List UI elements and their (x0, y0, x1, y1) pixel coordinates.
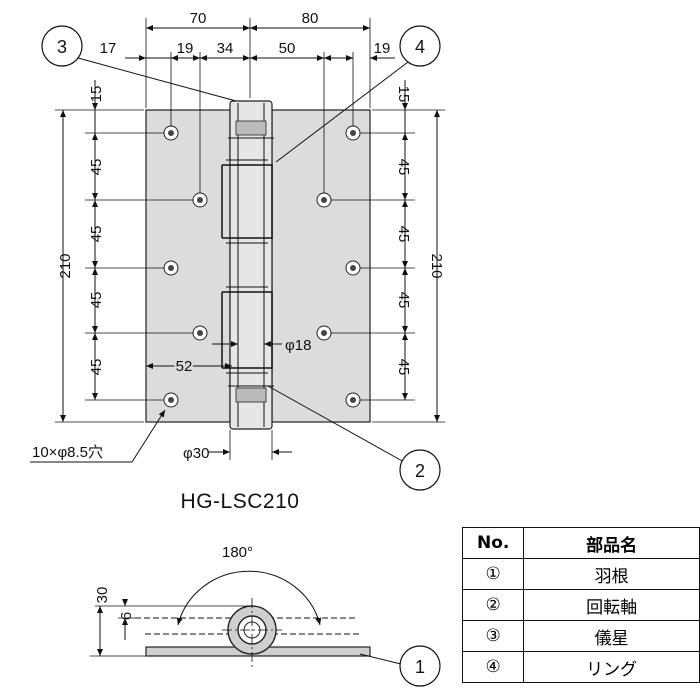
dim-210-right: 210 (428, 253, 445, 278)
dim-45-left-1: 45 (88, 159, 105, 176)
dim-15-right: 15 (395, 86, 412, 103)
part-no: ② (461, 589, 525, 621)
dim-180-deg: 180° (222, 544, 253, 561)
parts-table-header: No. 部品名 (461, 527, 700, 559)
dim-45-right-2: 45 (395, 226, 412, 243)
part-no: ④ (461, 651, 525, 683)
dim-side-6: 6 (118, 612, 135, 620)
dim-34: 34 (217, 40, 234, 57)
part-name: リング (523, 651, 700, 683)
parts-table: No. 部品名 ① 羽根 ② 回転軸 ③ 儀星 ④ リング (461, 527, 700, 683)
dim-210-left: 210 (57, 253, 74, 278)
dim-19-left: 19 (177, 40, 194, 57)
right-dimensions (331, 80, 445, 423)
table-row: ③ 儀星 (461, 620, 700, 652)
dim-17: 17 (100, 40, 117, 57)
hinge-side-view: 180° (90, 544, 371, 668)
table-row: ① 羽根 (461, 558, 700, 590)
part-no: ① (461, 558, 525, 590)
dim-phi18: φ18 (285, 337, 311, 354)
part-no: ③ (461, 620, 525, 652)
left-leaf (145, 109, 231, 423)
model-name: HG-LSC210 (181, 490, 300, 513)
svg-text:2: 2 (415, 461, 425, 481)
left-dimensions (55, 80, 193, 423)
dim-top-80: 80 (302, 10, 319, 27)
dim-45-right-1: 45 (395, 159, 412, 176)
part-name: 儀星 (523, 620, 700, 652)
dim-15-left: 15 (88, 86, 105, 103)
svg-text:4: 4 (415, 37, 425, 57)
dim-19-right: 19 (374, 40, 391, 57)
dim-side-30: 30 (94, 587, 111, 604)
dim-45-left-3: 45 (88, 292, 105, 309)
dim-45-left-2: 45 (88, 226, 105, 243)
barrel (221, 100, 274, 430)
dim-45-right-3: 45 (395, 292, 412, 309)
hinge-front-view (145, 100, 371, 430)
dim-50: 50 (279, 40, 296, 57)
callout-2: 2 (267, 385, 441, 491)
dim-phi30: φ30 (183, 445, 209, 462)
callout-1: 1 (359, 645, 441, 687)
part-name: 羽根 (523, 558, 700, 590)
callout-3: 3 (41, 25, 237, 102)
part-name: 回転軸 (523, 589, 700, 621)
callout-4: 4 (275, 25, 441, 163)
svg-text:3: 3 (57, 37, 67, 57)
header-part-name: 部品名 (523, 527, 700, 559)
dim-52: 52 (176, 358, 193, 375)
dim-top-70: 70 (190, 10, 207, 27)
right-holes (316, 125, 361, 408)
table-row: ④ リング (461, 651, 700, 683)
svg-text:1: 1 (415, 657, 425, 677)
top-extension-lines (145, 18, 371, 193)
holes-note: 10×φ8.5穴 (32, 444, 103, 461)
header-no: No. (461, 527, 525, 559)
dim-45-left-4: 45 (88, 359, 105, 376)
table-row: ② 回転軸 (461, 589, 700, 621)
dim-45-right-4: 45 (395, 359, 412, 376)
